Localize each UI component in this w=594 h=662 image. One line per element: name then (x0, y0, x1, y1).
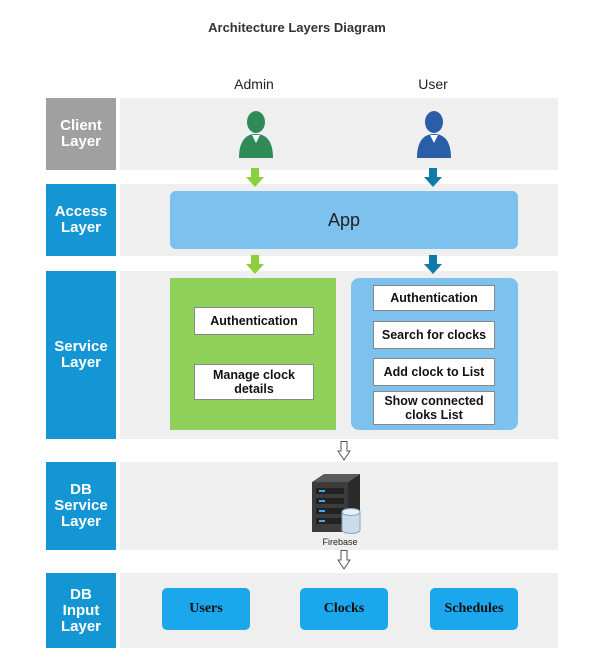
user-person-icon (417, 111, 451, 158)
db-service-to-db-input-arrow-icon (337, 550, 351, 570)
show-connected-cloks-list-box: Show connected cloks List (373, 391, 495, 425)
admin-authentication-box: Authentication (194, 307, 314, 335)
app-to-admin-services-arrow-icon (246, 255, 264, 274)
users-table-box: Users (162, 588, 250, 630)
user-label: User (418, 76, 448, 92)
admin-services-panel (170, 278, 336, 430)
admin-manage-clock-details-box: Manage clock details (194, 364, 314, 400)
client-layer-band (120, 98, 558, 170)
firebase-caption: Firebase (322, 537, 358, 547)
clocks-table-box: Clocks (300, 588, 388, 630)
admin-to-app-arrow-icon (246, 168, 264, 187)
user-to-app-arrow-icon (424, 168, 442, 187)
schedules-table-box: Schedules (430, 588, 518, 630)
firebase-server-icon (312, 474, 361, 534)
admin-person-icon (239, 111, 273, 158)
service-to-db-arrow-icon (337, 441, 351, 461)
user-authentication-box: Authentication (373, 285, 495, 311)
add-clock-to-list-box: Add clock to List (373, 358, 495, 386)
app-to-user-services-arrow-icon (424, 255, 442, 274)
search-for-clocks-box: Search for clocks (373, 321, 495, 349)
diagram-title: Architecture Layers Diagram (208, 20, 386, 35)
client-layer-label: Client Layer (46, 98, 116, 170)
app-box: App (170, 191, 518, 249)
db-input-layer-label: DB Input Layer (46, 573, 116, 648)
access-layer-label: Access Layer (46, 184, 116, 256)
db-service-layer-label: DB Service Layer (46, 462, 116, 550)
admin-label: Admin (234, 76, 274, 92)
service-layer-label: Service Layer (46, 271, 116, 439)
